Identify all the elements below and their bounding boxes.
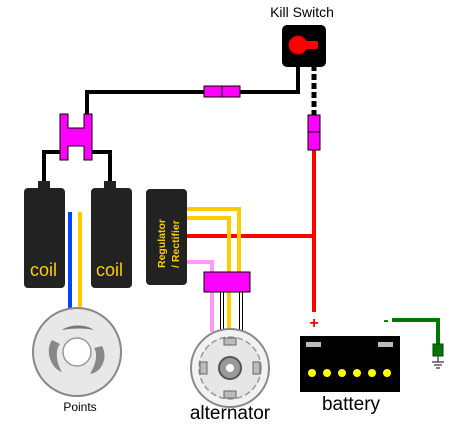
wire-kill-switch-to-connector xyxy=(85,66,300,147)
regulator-label-line1: Regulator xyxy=(156,219,168,268)
coil-right-label: coil xyxy=(96,260,123,280)
points-label: Points xyxy=(63,400,96,414)
wire-regulator-pink xyxy=(187,260,214,332)
battery xyxy=(300,336,400,392)
points-assembly xyxy=(32,307,122,397)
wire-coils-to-points xyxy=(68,212,82,315)
wire-connector-to-coils xyxy=(42,150,112,183)
battery-positive-label: + xyxy=(309,315,318,332)
alternator-connector xyxy=(203,271,251,293)
battery-cells xyxy=(308,369,391,377)
regulator-rectifier: Regulator / Rectifier xyxy=(146,189,187,285)
coil-left-label: coil xyxy=(30,260,57,280)
battery-label: battery xyxy=(322,394,381,415)
inline-connector-red xyxy=(307,114,321,151)
wire-regulator-yellow xyxy=(187,207,241,332)
coil-right: coil xyxy=(91,181,132,288)
regulator-label-line2: / Rectifier xyxy=(170,220,182,268)
inline-connector-top xyxy=(203,85,241,98)
wire-alternator-white xyxy=(220,292,243,332)
coil-left: coil xyxy=(24,181,65,288)
alternator-label: alternator xyxy=(190,403,271,424)
wire-red-main xyxy=(187,140,316,312)
kill-switch-label: Kill Switch xyxy=(270,4,334,20)
wire-ground-green xyxy=(392,318,440,345)
coil-junction-connector xyxy=(59,113,93,161)
alternator xyxy=(190,328,270,408)
battery-negative-label: - xyxy=(383,312,388,329)
kill-switch xyxy=(282,25,326,67)
ground-icon xyxy=(432,343,444,369)
